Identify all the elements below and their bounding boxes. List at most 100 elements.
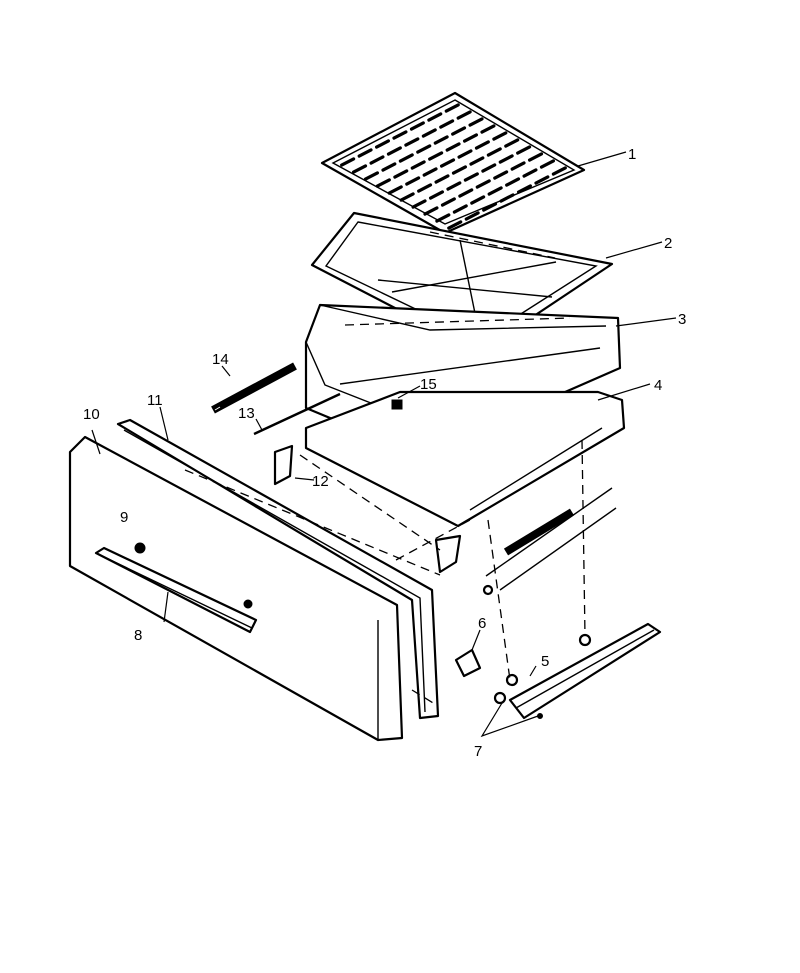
- grate-slot: [482, 202, 498, 212]
- part-8-handle: [94, 546, 258, 634]
- callout-9: 9: [120, 509, 128, 526]
- grate-slot: [386, 146, 402, 156]
- grate-slot: [440, 197, 456, 207]
- grate-slot: [447, 220, 463, 230]
- grate-slot: [410, 160, 426, 170]
- part-7-rail: [493, 622, 662, 720]
- grate-slot: [481, 163, 497, 173]
- grate-slot: [417, 183, 433, 193]
- grate-slot: [468, 117, 484, 127]
- grate-slot: [492, 131, 508, 141]
- part-1-grill-grate: [320, 91, 586, 235]
- grate-slot: [452, 204, 468, 214]
- part-15-clip: [391, 399, 403, 410]
- callout-1: 1: [628, 146, 636, 163]
- grate-slot: [427, 112, 443, 122]
- part-12-bracket: [273, 444, 294, 486]
- grate-slot: [381, 162, 397, 172]
- grate-slot: [439, 119, 455, 129]
- grate-slot: [387, 185, 403, 195]
- grate-slot: [480, 124, 496, 134]
- grate-slot: [534, 175, 550, 185]
- grate-slot: [423, 206, 439, 216]
- grate-slot: [416, 144, 432, 154]
- grate-slot: [451, 165, 467, 175]
- grate-slot: [375, 139, 390, 149]
- callout-13: 13: [238, 405, 255, 422]
- callout-15: 15: [420, 376, 437, 393]
- grate-slot: [340, 157, 356, 167]
- grate-slot: [522, 168, 538, 178]
- grate-slot: [539, 159, 556, 169]
- grate-slot: [421, 128, 437, 138]
- grate-slot: [422, 167, 438, 177]
- grate-slot: [405, 176, 421, 186]
- grate-slot: [392, 130, 408, 140]
- part-14-spring: [211, 362, 297, 414]
- grate-slot: [433, 135, 449, 145]
- grate-slot: [458, 188, 474, 198]
- callout-12: 12: [312, 473, 329, 490]
- grate-slot: [487, 186, 503, 196]
- callout-4: 4: [654, 377, 662, 394]
- grate-slot: [498, 154, 514, 164]
- grate-slot: [409, 121, 425, 131]
- grate-slot: [504, 138, 520, 148]
- grate-slot: [399, 192, 415, 202]
- grate-slot: [469, 156, 485, 166]
- grate-slot: [505, 177, 521, 187]
- callout-7: 7: [474, 743, 482, 760]
- part-11-inner-frame: [116, 418, 440, 720]
- grate-slot: [486, 147, 502, 157]
- callout-10: 10: [83, 406, 100, 423]
- grate-slot: [393, 169, 409, 179]
- grate-slot: [456, 110, 472, 120]
- grate-slot: [457, 149, 473, 159]
- part-2-broiler-pan: [310, 211, 614, 354]
- grate-slot: [363, 171, 379, 181]
- callout-labels: 1 2 3 4 5 6 7 8 9 10 11 12 13 14 15: [83, 146, 686, 760]
- grate-slot: [474, 140, 490, 150]
- grate-slot: [434, 174, 450, 184]
- grate-slot: [398, 153, 414, 163]
- grate-slot: [375, 178, 391, 188]
- grate-slot: [444, 103, 460, 113]
- callout-5: 5: [541, 653, 549, 670]
- grate-slot: [527, 152, 544, 162]
- callout-8: 8: [134, 627, 142, 644]
- grate-slot: [551, 166, 567, 176]
- grate-slot: [357, 148, 373, 158]
- grate-slot: [428, 151, 444, 161]
- grate-slot: [463, 172, 479, 182]
- grate-slot: [429, 190, 444, 200]
- grate-slot: [499, 193, 515, 203]
- grate-slot: [352, 164, 368, 174]
- part-6-plate: [454, 648, 482, 678]
- grate-slot: [463, 133, 478, 143]
- part-9-knob: [134, 542, 146, 554]
- grate-slot: [440, 158, 456, 168]
- grate-slot: [445, 142, 461, 152]
- grate-slot: [493, 170, 509, 180]
- grate-slot: [516, 145, 532, 155]
- callout-leader-lines: [91, 151, 677, 738]
- callout-14: 14: [212, 351, 229, 368]
- callout-3: 3: [678, 311, 686, 328]
- grate-slot: [470, 195, 486, 205]
- grate-slot: [435, 213, 451, 223]
- callout-11: 11: [147, 392, 163, 409]
- grate-slot: [510, 161, 526, 171]
- right-spring: [485, 487, 617, 591]
- grate-slot: [404, 137, 420, 147]
- grate-slot: [475, 179, 491, 189]
- grate-slot: [464, 211, 480, 221]
- part-10-front-panel: [68, 435, 404, 742]
- assembly-dashed-lines: [184, 231, 586, 707]
- part-13-rod: [253, 392, 341, 436]
- part-4-drawer-liner: [304, 390, 626, 528]
- grate-slot: [451, 126, 467, 136]
- grate-slot: [369, 155, 385, 165]
- grate-slot: [446, 181, 462, 191]
- callout-6: 6: [478, 615, 486, 632]
